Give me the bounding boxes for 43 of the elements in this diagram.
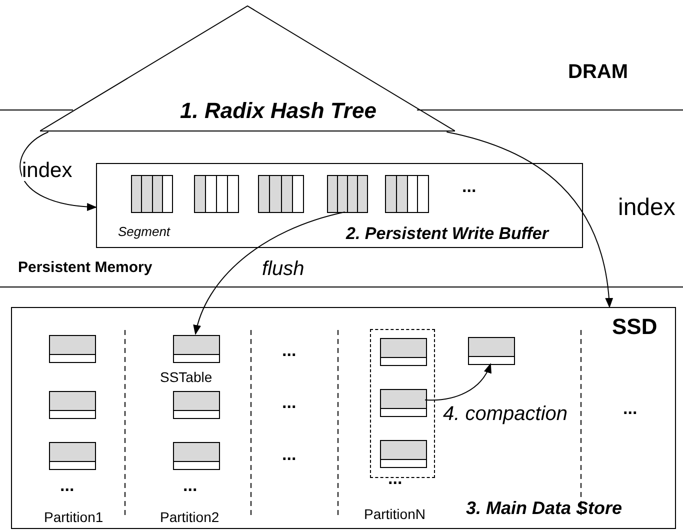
sstable-block [173,335,220,363]
sstable-block [173,391,220,419]
segment-block [131,175,173,213]
buffer-box [96,163,583,248]
ellipsis: ... [282,342,296,359]
ellipsis: ... [623,400,638,417]
segment-block [258,175,304,213]
edge-label: 4. compaction [443,404,568,424]
partition-label: Partition2 [160,510,220,524]
layer-label: DRAM [568,62,628,82]
segment-block [327,175,368,213]
partition-group [370,329,435,478]
storage-box [11,307,676,529]
sstable-block [49,335,96,363]
ellipsis: ... [282,446,296,463]
partition-label: PartitionN [364,507,426,521]
segment-block [385,175,429,213]
sstable-block [380,338,427,366]
sstable-block [380,389,427,417]
arrow [194,212,346,335]
caption-text: SSTable [160,370,212,384]
layer-label: Persistent Memory [18,260,152,275]
sstable-block [173,442,220,470]
arrow [446,132,613,308]
arrow [424,363,491,401]
ellipsis: ... [282,394,296,411]
edge-label: index [22,160,72,181]
layer-label: SSD [612,316,658,338]
tree-title: 1. Radix Hash Tree [180,100,376,122]
sstable-block [468,337,515,365]
caption-text: Segment [118,225,170,238]
ellipsis: ... [462,178,476,195]
store-title: 3. Main Data Store [466,499,622,517]
partition-label: Partition1 [44,510,104,524]
buffer-title: 2. Persistent Write Buffer [346,225,548,242]
ellipsis: ... [183,477,198,494]
ellipsis: ... [388,470,402,487]
ellipsis: ... [60,477,74,494]
sstable-block [49,442,96,470]
segment-block [194,175,239,213]
arrow [20,132,97,210]
sstable-block [49,391,96,419]
sstable-block [380,440,427,468]
